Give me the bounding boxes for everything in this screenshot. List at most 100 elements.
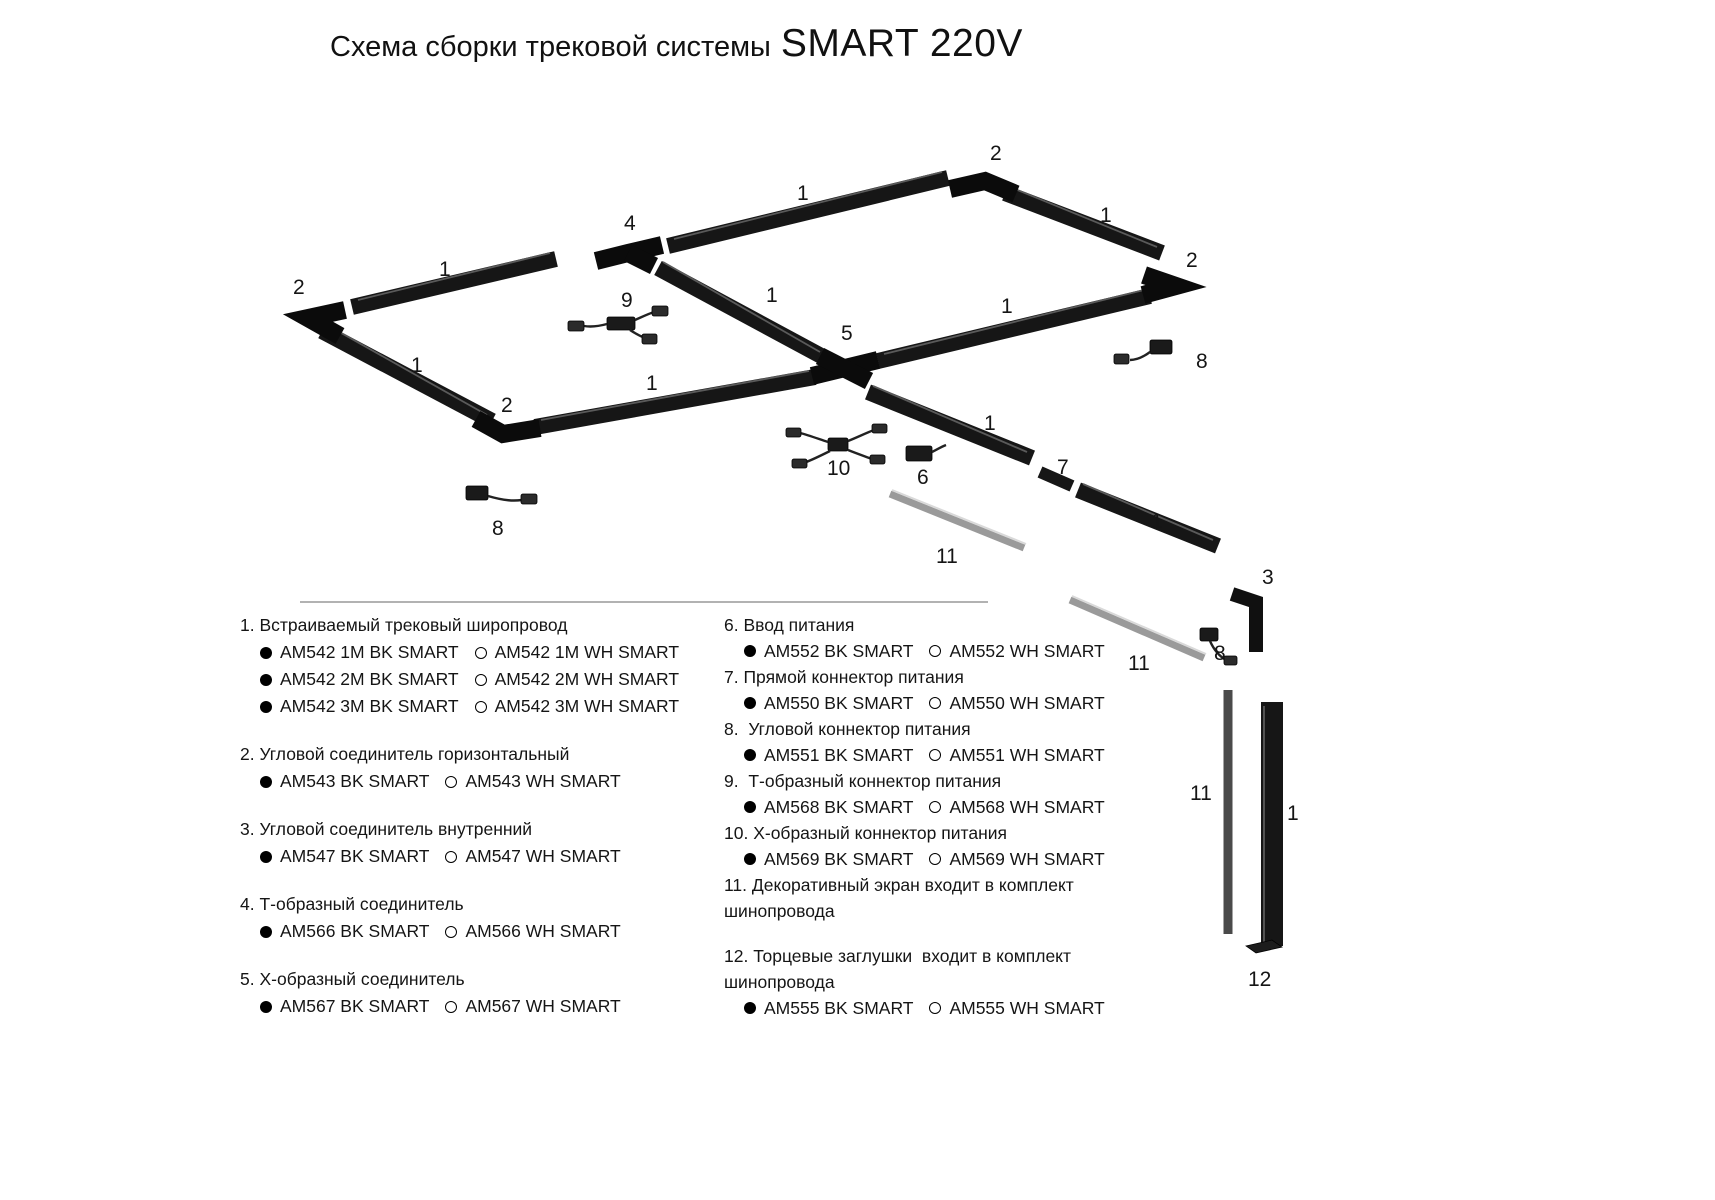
wh-dot-icon — [445, 850, 458, 863]
wh-dot-icon — [445, 925, 458, 938]
part-number-label: 8 — [492, 517, 504, 540]
part-number-label: 3 — [1262, 566, 1274, 589]
bk-dot-icon — [260, 775, 272, 788]
bk-code: AM550 BK SMART — [764, 693, 914, 713]
corner-connector — [471, 411, 542, 444]
part-number-label: 8 — [1214, 642, 1226, 665]
legend-item-3: 3. Угловой соединитель внутренний AM547 … — [240, 816, 720, 870]
track-segment — [666, 170, 950, 254]
wh-code: AM568 WH SMART — [949, 797, 1105, 817]
part-number-label: 1 — [439, 258, 451, 281]
part-number-label: 1 — [766, 284, 778, 307]
legend-item-9: 9. Т-образный коннектор питания AM568 BK… — [724, 768, 1106, 820]
x-power-connector — [785, 423, 888, 469]
wh-dot-icon — [929, 1002, 942, 1014]
end-cap — [1245, 939, 1283, 954]
wh-code: AM552 WH SMART — [949, 641, 1105, 661]
part-number-label: 1 — [797, 182, 809, 205]
part-number-label: 5 — [841, 322, 853, 345]
variant-row: AM555 BK SMART AM555 WH SMART — [724, 995, 1106, 1021]
legend-item-heading: 12. Торцевые заглушки входит в комплект … — [724, 946, 1076, 992]
track-segment — [533, 369, 817, 435]
bk-dot-icon — [260, 850, 272, 863]
track-segment-vertical — [1261, 702, 1283, 946]
bk-dot-icon — [260, 673, 272, 686]
part-number-label: 1 — [1151, 510, 1163, 533]
variant-row: AM542 3M BK SMART AM542 3M WH SMART — [240, 693, 720, 720]
wh-dot-icon — [929, 853, 942, 865]
inner-corner-connector — [1229, 587, 1263, 652]
corner-connector — [282, 301, 347, 344]
wh-dot-icon — [474, 700, 487, 713]
wh-dot-icon — [929, 801, 942, 813]
variant-row: AM550 BK SMART AM550 WH SMART — [724, 690, 1106, 716]
wh-code: AM542 1M WH SMART — [494, 642, 680, 662]
corner-power-connector — [1113, 339, 1173, 365]
title-prefix: Схема сборки трековой системы — [330, 31, 771, 63]
wh-code: AM555 WH SMART — [949, 998, 1105, 1018]
wh-dot-icon — [929, 749, 942, 761]
legend-item-heading: 1. Встраиваемый трековый широпровод — [240, 615, 568, 635]
bk-dot-icon — [744, 697, 756, 709]
straight-power-connector — [1037, 466, 1075, 492]
bk-code: AM543 BK SMART — [280, 771, 430, 791]
title-brand: SMART 220V — [780, 22, 1023, 65]
legend-column-right: 6. Ввод питания AM552 BK SMART AM552 WH … — [724, 612, 1106, 1021]
variant-row: AM542 2M BK SMART AM542 2M WH SMART — [240, 666, 720, 693]
legend-item-11: 11. Декоративный экран входит в комплект… — [724, 872, 1106, 924]
part-number-label: 10 — [827, 457, 850, 480]
variant-row: AM552 BK SMART AM552 WH SMART — [724, 638, 1106, 664]
track-segment — [865, 384, 1035, 466]
part-number-label: 1 — [1287, 802, 1299, 825]
legend-item-heading: 11. Декоративный экран входит в комплект… — [724, 875, 1079, 921]
wh-dot-icon — [445, 1000, 458, 1013]
corner-power-connector — [465, 485, 538, 505]
legend-item-2: 2. Угловой соединитель горизонтальный AM… — [240, 741, 720, 795]
bk-code: AM542 2M BK SMART — [280, 669, 459, 689]
variant-row: AM543 BK SMART AM543 WH SMART — [240, 768, 720, 795]
part-number-label: 11 — [1190, 782, 1212, 805]
wh-code: AM569 WH SMART — [949, 849, 1105, 869]
variant-row: AM569 BK SMART AM569 WH SMART — [724, 846, 1106, 872]
part-number-label: 1 — [984, 412, 996, 435]
wh-code: AM547 WH SMART — [465, 846, 621, 866]
legend-item-7: 7. Прямой коннектор питания AM550 BK SMA… — [724, 664, 1106, 716]
track-segment — [1002, 185, 1165, 261]
part-number-label: 1 — [1100, 204, 1112, 227]
corner-power-connector — [1199, 627, 1238, 666]
x-connector — [809, 347, 881, 390]
legend-item-heading: 5. Х-образный соединитель — [240, 969, 465, 989]
legend-item-1: 1. Встраиваемый трековый широпровод AM54… — [240, 612, 720, 720]
wh-code: AM542 3M WH SMART — [494, 696, 680, 716]
legend-item-5: 5. Х-образный соединитель AM567 BK SMART… — [240, 966, 720, 1020]
variant-row: AM568 BK SMART AM568 WH SMART — [724, 794, 1106, 820]
bk-dot-icon — [744, 853, 756, 865]
track-segment — [350, 251, 558, 315]
part-number-label: 1 — [1001, 295, 1013, 318]
part-number-label: 2 — [501, 394, 513, 417]
wh-dot-icon — [474, 673, 487, 686]
part-number-label: 2 — [1186, 249, 1198, 272]
wh-code: AM542 2M WH SMART — [494, 669, 680, 689]
part-number-label: 11 — [936, 545, 958, 568]
variant-row: AM542 1M BK SMART AM542 1M WH SMART — [240, 639, 720, 666]
wh-code: AM567 WH SMART — [465, 996, 621, 1016]
wh-code: AM550 WH SMART — [949, 693, 1105, 713]
part-number-label: 11 — [1128, 652, 1150, 675]
part-number-label: 1 — [646, 372, 658, 395]
wh-dot-icon — [929, 645, 942, 657]
wh-code: AM551 WH SMART — [949, 745, 1105, 765]
track-segment — [876, 288, 1152, 369]
wh-dot-icon — [929, 697, 942, 709]
variant-row: AM566 BK SMART AM566 WH SMART — [240, 918, 720, 945]
variant-row: AM551 BK SMART AM551 WH SMART — [724, 742, 1106, 768]
corner-connector — [947, 171, 1020, 203]
variant-row: AM567 BK SMART AM567 WH SMART — [240, 993, 720, 1020]
part-number-label: 4 — [624, 212, 636, 235]
bk-dot-icon — [744, 645, 756, 657]
bk-code: AM569 BK SMART — [764, 849, 914, 869]
variant-row: AM547 BK SMART AM547 WH SMART — [240, 843, 720, 870]
part-number-label: 9 — [621, 289, 633, 312]
bk-code: AM542 1M BK SMART — [280, 642, 459, 662]
decorative-screen — [888, 489, 1027, 552]
